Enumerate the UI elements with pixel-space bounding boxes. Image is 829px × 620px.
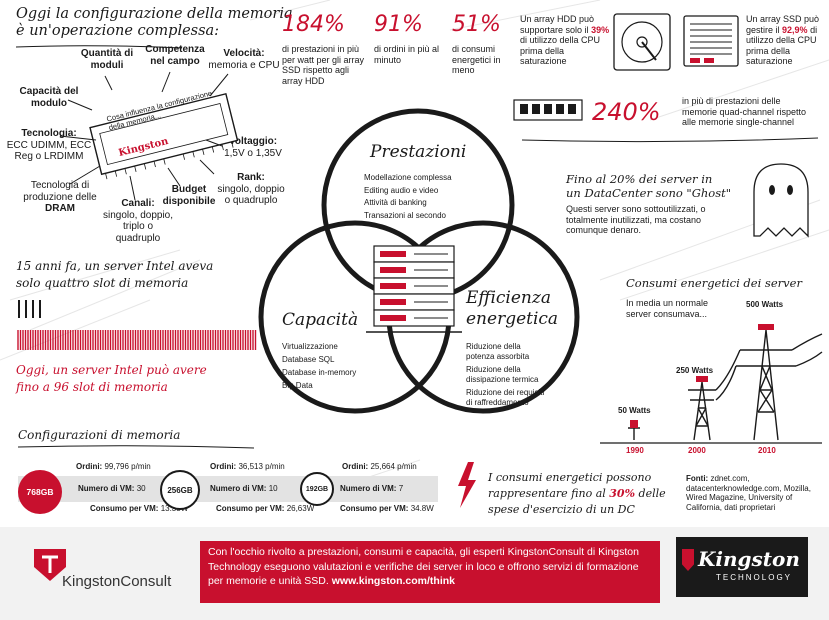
configs-title: Configurazioni di memoria	[18, 428, 181, 442]
configs-underline	[17, 445, 255, 449]
label-competenza: Competenza nel campo	[145, 44, 205, 67]
footer-url-link[interactable]: www.kingston.com/think	[331, 575, 456, 587]
label-canali: Canali: singolo, doppio, triplo o quadru…	[102, 198, 174, 244]
orders-row: Ordini: 99,796 p/min	[76, 462, 151, 471]
stat-184-text: di prestazioni in più per watt per gli a…	[282, 44, 365, 86]
power-row: Consumo per VM: 26,63W	[216, 504, 315, 513]
list-item: Transazioni al secondo	[364, 210, 446, 220]
quad-divider	[521, 137, 819, 143]
stat-91-value: 91%	[374, 12, 423, 37]
history-now: Oggi, un server Intel può avere fino a 9…	[16, 363, 207, 394]
quad-value: 240%	[592, 98, 661, 126]
year-2010: 2010	[758, 446, 776, 455]
label-budget: Budget disponibile	[162, 184, 216, 207]
label-velocita: Velocità: memoria e CPU	[208, 48, 280, 71]
list-item: Riduzione della potenza assorbita	[466, 342, 530, 361]
memory-module	[89, 92, 239, 180]
title-underline	[15, 45, 183, 49]
venn-capacita-list: Virtualizzazione Database SQL Database i…	[282, 340, 382, 392]
config-256: 256GB Ordini: 36,513 p/min Numero di VM:…	[160, 460, 314, 516]
power-towers	[628, 324, 823, 441]
vm-row: Numero di VM: 10	[210, 484, 278, 493]
energy-subtitle: In media un normale server consumava...	[626, 298, 709, 319]
venn-prestazioni-title: Prestazioni	[370, 142, 467, 162]
list-item: Virtualizzazione	[282, 342, 338, 351]
ghost-body: Questi server sono sottoutilizzati, o to…	[566, 204, 706, 235]
stat-91-text: di ordini in più al minuto	[374, 44, 440, 65]
venn-prestazioni-list: Modellazione complessa Editing audio e v…	[364, 172, 474, 222]
list-item: Attività di banking	[364, 198, 427, 207]
lightning-icon	[458, 462, 476, 508]
stat-51-text: di consumi energetici in meno	[452, 44, 501, 75]
kingstonconsult-logo-mark	[34, 549, 66, 581]
history-past: 15 anni fa, un server Intel aveva solo q…	[16, 259, 214, 290]
size-badge: 256GB	[160, 470, 200, 510]
label-rank: Rank: singolo, doppio o quadruplo	[217, 172, 285, 206]
watts-2000: 250 Watts	[676, 366, 714, 375]
stat-51-value: 51%	[452, 12, 501, 37]
ghost-icon	[753, 163, 809, 238]
four-slots-icon	[18, 300, 41, 318]
config-768: 768GB Ordini: 99,796 p/min Numero di VM:…	[18, 460, 188, 516]
server-rack-icon	[366, 245, 462, 333]
memory-title: Oggi la configurazione della memoria è u…	[16, 6, 293, 39]
vm-row: Numero di VM: 7	[340, 484, 404, 493]
label-voltaggio: Voltaggio: 1,5V o 1,35V	[224, 136, 282, 159]
vm-row: Numero di VM: 30	[78, 484, 146, 493]
size-badge: 192GB	[300, 472, 334, 506]
year-1990: 1990	[626, 446, 644, 455]
list-item: Modellazione complessa	[364, 173, 452, 182]
kingston-logo: Kingston TECHNOLOGY	[676, 537, 808, 597]
footer-message: Con l'occhio rivolto a prestazioni, cons…	[208, 546, 639, 587]
config-192: 192GB Ordini: 25,664 p/min Numero di VM:…	[300, 460, 440, 516]
stat-184-value: 184%	[282, 12, 345, 37]
label-capacita: Capacità del modulo	[19, 86, 79, 109]
quad-memory-icon	[513, 99, 583, 121]
quad-text: in più di prestazioni delle memorie quad…	[682, 96, 807, 127]
hdd-text: Un array HDD può supportare solo il 39% …	[520, 14, 610, 66]
energy-title: Consumi energetici dei server	[626, 276, 802, 290]
list-item: Database in-memory	[282, 368, 357, 377]
energy-ground	[600, 442, 822, 444]
sources: Fonti: zdnet.com, datacenterknowledge.co…	[686, 474, 811, 512]
list-item: Big Data	[282, 381, 313, 390]
venn-efficienza-title: Efficienza energetica	[466, 288, 559, 329]
ssd-icon	[683, 15, 739, 67]
footer: KingstonConsult Con l'occhio rivolto a p…	[0, 527, 829, 620]
ssd-text: Un array SSD può gestire il 92,9% di uti…	[746, 14, 820, 66]
power-row: Consumo per VM: 34.8W	[340, 504, 434, 513]
size-badge: 768GB	[18, 470, 62, 514]
orders-row: Ordini: 36,513 p/min	[210, 462, 285, 471]
pointer-lines	[59, 71, 229, 201]
label-produzione: Tecnologia di produzione delle DRAM	[23, 180, 97, 214]
ghost-title: Fino al 20% dei server in un DataCenter …	[566, 172, 732, 200]
hdd-icon	[613, 13, 671, 71]
watts-2010: 500 Watts	[746, 300, 784, 309]
year-2000: 2000	[688, 446, 706, 455]
energy-note: I consumi energetici possono rappresenta…	[488, 471, 666, 516]
list-item: Riduzione della dissipazione termica	[466, 365, 539, 384]
kingstonconsult-logo: KingstonConsult	[62, 573, 172, 590]
configs-grey-band	[18, 476, 438, 502]
list-item: Database SQL	[282, 355, 335, 364]
list-item: Editing audio e video	[364, 185, 439, 195]
watts-1990: 50 Watts	[618, 406, 651, 415]
list-item: Riduzione dei requisiti di raffreddament…	[466, 388, 545, 407]
ninety-six-slots-icon	[17, 330, 257, 350]
orders-row: Ordini: 25,664 p/min	[342, 462, 417, 471]
venn-efficienza-list: Riduzione della potenza assorbita Riduzi…	[466, 342, 546, 407]
venn-capacita-title: Capacità	[282, 310, 359, 330]
label-tecnologia: Tecnologia: ECC UDIMM, ECC Reg o LRDIMM	[6, 128, 92, 162]
footer-message-band	[200, 541, 660, 603]
label-quantita: Quantità di moduli	[80, 48, 134, 71]
